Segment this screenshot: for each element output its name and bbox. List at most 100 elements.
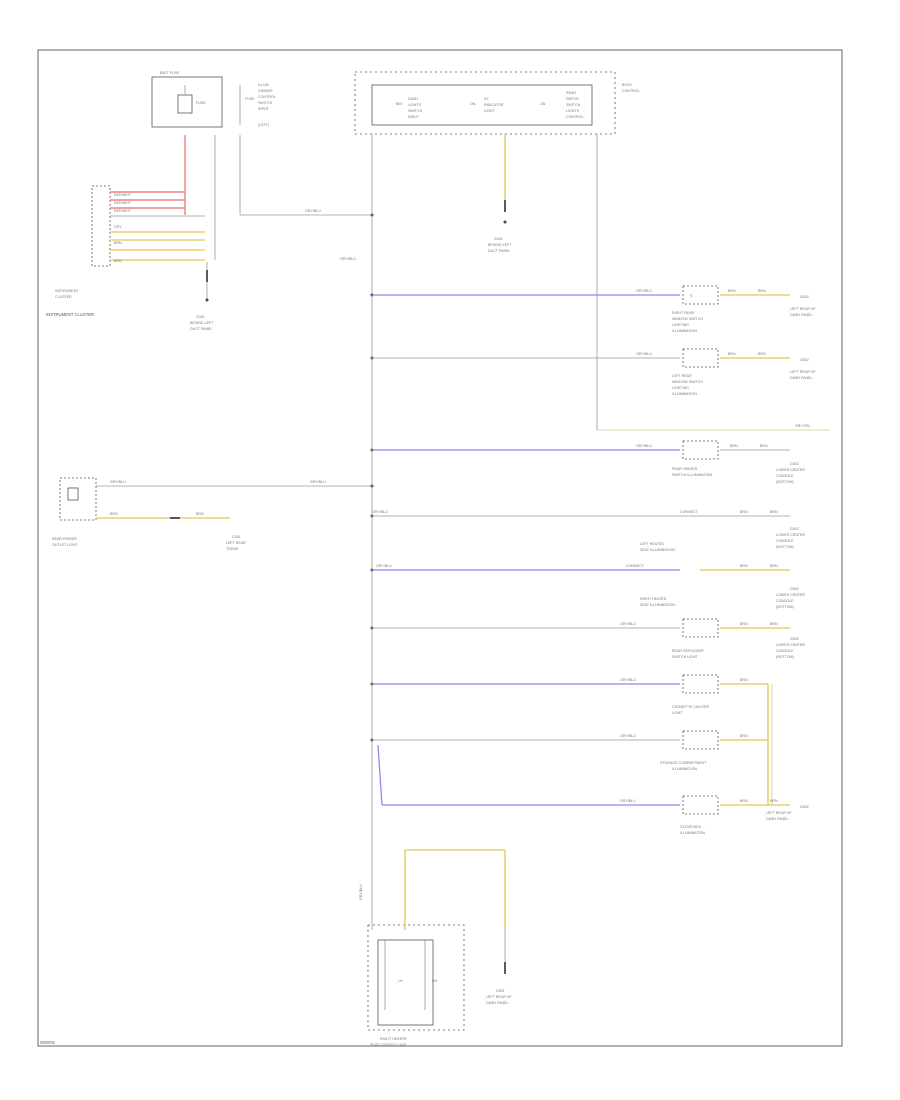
svg-text:LOWER CENTER: LOWER CENTER [776,643,805,647]
svg-text:(BOTTOM): (BOTTOM) [776,655,794,659]
svg-text:GRY/BLU: GRY/BLU [620,622,636,626]
svg-text:DASH PANEL: DASH PANEL [766,817,789,821]
svg-text:CONTROL: CONTROL [622,89,640,93]
svg-text:BRN: BRN [728,289,736,293]
svg-text:RIGHT HEATED: RIGHT HEATED [640,597,667,601]
svg-text:LIGHTING: LIGHTING [672,386,689,390]
svg-text:BIN: BIN [396,102,402,106]
svg-text:DASH PANEL: DASH PANEL [486,1001,509,1005]
svg-text:GRY/BLU: GRY/BLU [110,480,126,484]
svg-text:BRN: BRN [740,564,748,568]
svg-text:GRY/BLU: GRY/BLU [372,510,388,514]
svg-text:CONNECT: CONNECT [680,510,699,514]
svg-text:G501: G501 [496,989,505,993]
svg-text:(BOTTOM): (BOTTOM) [776,480,794,484]
svg-text:CONSOLE: CONSOLE [776,474,794,478]
svg-text:CONTROL: CONTROL [566,115,584,119]
svg-text:G301: G301 [196,315,205,319]
svg-text:LOWER CENTER: LOWER CENTER [776,593,805,597]
svg-text:SEAT ILLUMINATION: SEAT ILLUMINATION [640,548,675,552]
svg-text:INPUT: INPUT [258,107,270,111]
svg-text:GRY/BLU: GRY/BLU [310,480,326,484]
svg-text:LEFT REAR: LEFT REAR [672,374,692,378]
svg-text:INPUT: INPUT [408,115,420,119]
svg-text:BRN: BRN [196,512,204,516]
svg-text:LIGHT: LIGHT [484,109,495,113]
svg-text:BRN: BRN [758,352,766,356]
svg-text:LIGHTS: LIGHTS [408,103,422,107]
svg-text:BRN: BRN [758,289,766,293]
svg-text:G502: G502 [800,805,809,809]
svg-text:GRY: GRY [114,225,122,229]
svg-text:REAR POWER: REAR POWER [52,537,77,541]
svg-text:REAR: REAR [566,91,576,95]
svg-text:G502: G502 [790,637,799,641]
svg-text:FUSE: FUSE [196,101,206,105]
svg-text:RED/WHT: RED/WHT [114,201,132,205]
svg-text:G502: G502 [800,358,809,362]
svg-text:LOWER CENTER: LOWER CENTER [776,468,805,472]
svg-text:LEFT REAR OF: LEFT REAR OF [790,370,816,374]
lamp-cigarette-lighter: BRN CIGARETTE LIGHTER LIGHT [672,674,768,715]
svg-text:RED/WHT: RED/WHT [114,209,132,213]
svg-text:WINDOW SWITCH: WINDOW SWITCH [672,317,703,321]
svg-text:BRN: BRN [770,510,778,514]
svg-text:BRN: BRN [770,622,778,626]
svg-text:BATT FUSE: BATT FUSE [160,71,180,75]
svg-text:GRY/BLU: GRY/BLU [636,289,652,293]
svg-text:LEFT REAR OF: LEFT REAR OF [790,307,816,311]
svg-text:ILLUMINATION: ILLUMINATION [680,831,705,835]
diagram-frame [37,49,843,1047]
svg-text:G502: G502 [790,527,799,531]
svg-text:BEHIND LEFT: BEHIND LEFT [488,243,512,247]
svg-text:ILL: ILL [484,97,489,101]
svg-text:DUCT PANEL: DUCT PANEL [190,327,212,331]
svg-text:OUTLET LIGHT: OUTLET LIGHT [52,543,78,547]
svg-text:SWITCH LIGHT: SWITCH LIGHT [672,655,699,659]
svg-text:SWITCH: SWITCH [566,103,581,107]
svg-text:DIMMER: DIMMER [258,89,273,93]
svg-text:REAR DEFOGGER: REAR DEFOGGER [672,649,704,653]
svg-text:GRY/BLU: GRY/BLU [620,799,636,803]
svg-text:BRN: BRN [728,352,736,356]
svg-text:RIGHT REAR: RIGHT REAR [672,311,695,315]
svg-text:S: S [690,294,693,298]
wire-label-top: GRY/BLU [305,209,321,213]
svg-text:LIGHTS: LIGHTS [566,109,580,113]
svg-text:BRN: BRN [740,510,748,514]
svg-text:BRN: BRN [770,799,778,803]
svg-text:(BOTTOM): (BOTTOM) [776,605,794,609]
svg-text:CONNECT: CONNECT [626,564,645,568]
heater-control-unit: LH RH RIGHT HEATER SEAT CONTROL UNIT G50… [367,849,512,1047]
svg-text:BRN: BRN [730,444,738,448]
svg-text:BEHIND LEFT: BEHIND LEFT [190,321,214,325]
page-code: W/D001 [40,1040,56,1045]
svg-text:GRY/BLU: GRY/BLU [376,564,392,568]
svg-text:GRY/BLU: GRY/BLU [636,352,652,356]
svg-text:BRN: BRN [114,241,122,245]
svg-text:GRY/BLU: GRY/BLU [340,257,356,261]
svg-text:LIGHTING: LIGHTING [672,323,689,327]
svg-text:ON: ON [540,102,546,106]
svg-text:G301: G301 [494,237,503,241]
svg-text:BRN: BRN [770,564,778,568]
lamp-left-heated-seat: CONNECT BRN BRN LEFT HEATED SEAT ILLUMIN… [640,510,805,552]
svg-text:BRN: BRN [740,799,748,803]
svg-text:DUCT PANEL: DUCT PANEL [488,249,510,253]
lamp-right-rear-window: S BRN BRN RIGHT REAR WINDOW SWITCH LIGHT… [672,285,816,333]
svg-text:LEFT REAR: LEFT REAR [226,541,246,545]
svg-text:DASH PANEL: DASH PANEL [790,313,813,317]
svg-text:INSTRUMENT: INSTRUMENT [55,289,79,293]
svg-text:LEFT HEATED: LEFT HEATED [640,542,664,546]
svg-text:STORAGE COMPARTMENT: STORAGE COMPARTMENT [660,761,707,765]
svg-text:GRY/YEL: GRY/YEL [795,424,811,428]
lamp-rear-heater: BRN BRN REAR HEATER SWITCH ILLUMINATION … [672,440,805,484]
svg-text:BRN: BRN [740,678,748,682]
svg-text:SWITCH: SWITCH [408,109,423,113]
svg-text:(BOTTOM): (BOTTOM) [776,545,794,549]
svg-text:DASH PANEL: DASH PANEL [790,376,813,380]
svg-text:BRN: BRN [114,259,122,263]
svg-text:ILLUM: ILLUM [258,83,269,87]
svg-text:GRY/BLU: GRY/BLU [620,678,636,682]
svg-text:G502: G502 [790,462,799,466]
